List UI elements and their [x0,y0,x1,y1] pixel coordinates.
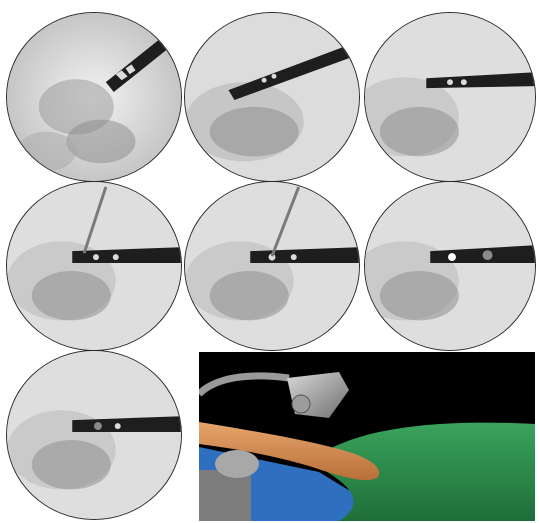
fluoroscopy-image-2 [185,13,359,181]
screw-hole [262,78,267,83]
fluoroscopy-panel-4 [6,181,182,351]
fluoroscopy-image-4 [7,182,181,350]
screw-hole [291,254,297,260]
screw-hole [272,74,277,79]
bone-shadow [210,271,289,320]
bone-shadow [32,440,111,489]
screw-hole [115,423,121,429]
fluoroscopy-panel-6 [364,181,536,351]
screw-hole [113,254,119,260]
c-arm-receiver-top [215,450,259,478]
fluoroscopy-image-1 [7,13,181,181]
c-arm-receiver [199,470,251,521]
bone-shadow [380,271,459,320]
screw-hole [93,254,99,260]
fluoroscopy-panel-3 [364,12,536,182]
bone-shadow [17,132,76,172]
screw-hole [448,253,456,261]
fluoroscopy-image-5 [185,182,359,350]
fluoroscopy-panel-1 [6,12,182,182]
surgical-setup-render [199,352,535,521]
setup-illustration [199,352,535,521]
fluoroscopy-image-3 [365,13,535,181]
fluoroscopy-image-6 [365,182,535,350]
bone-shadow [210,107,299,156]
screw-hole [94,422,102,430]
fluoroscopy-panel-2 [184,12,360,182]
bone-shadow [380,107,459,156]
screw-hole [483,250,493,260]
bone-shadow [32,271,111,320]
fluoroscopy-panel-5 [184,181,360,351]
bone-shadow [66,120,135,163]
fluoroscopy-panel-7 [6,350,182,520]
fluoroscopy-image-7 [7,351,181,519]
c-arm-lens [292,395,310,413]
screw-hole [461,79,467,85]
screw-hole [447,79,453,85]
